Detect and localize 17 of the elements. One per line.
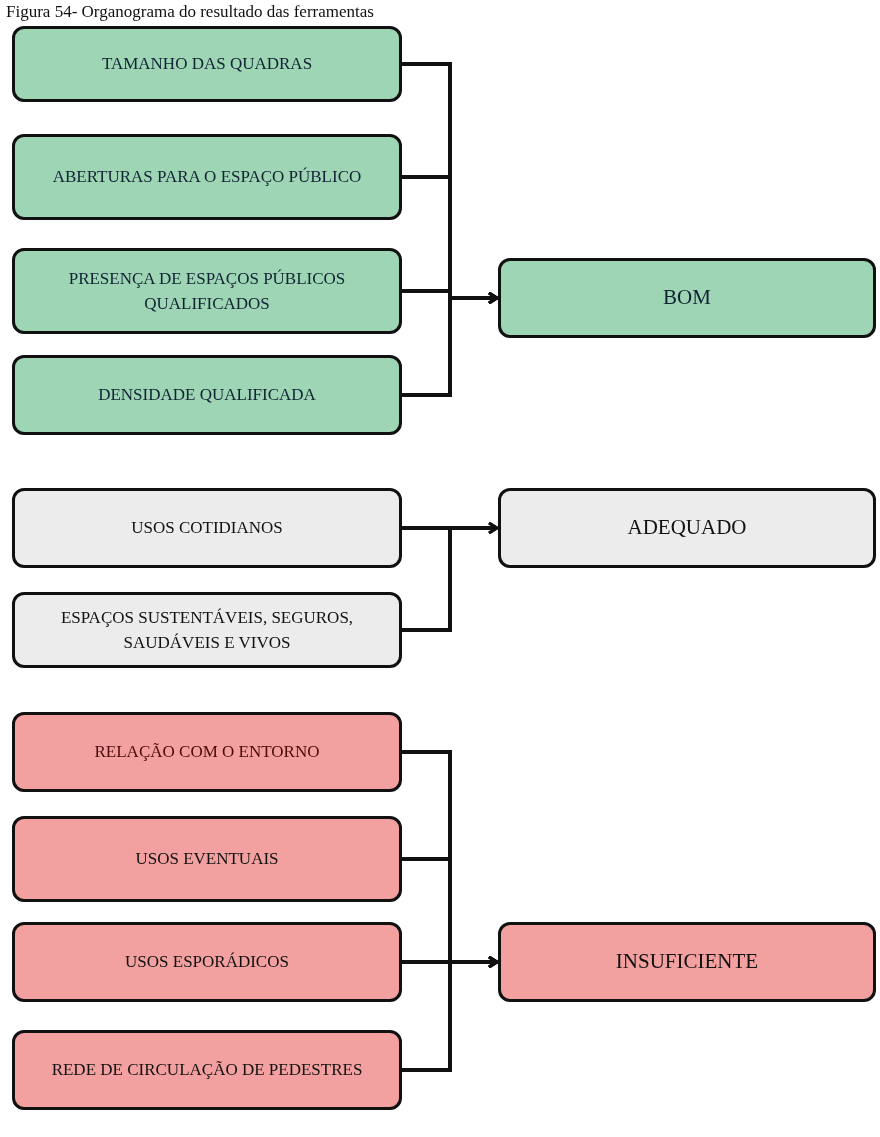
criterion-box: REDE DE CIRCULAÇÃO DE PEDESTRES xyxy=(12,1030,402,1110)
criterion-box: RELAÇÃO COM O ENTORNO xyxy=(12,712,402,792)
criterion-box: USOS ESPORÁDICOS xyxy=(12,922,402,1002)
connector-arrow xyxy=(402,291,499,397)
criterion-box: ABERTURAS PARA O ESPAÇO PÚBLICO xyxy=(12,134,402,220)
criterion-box: ESPAÇOS SUSTENTÁVEIS, SEGUROS, SAUDÁVEIS E VIVOS xyxy=(12,592,402,668)
result-box: BOM xyxy=(498,258,876,338)
figure-title: Figura 54- Organograma do resultado das ferramentas xyxy=(6,2,374,22)
criterion-box: TAMANHO DAS QUADRAS xyxy=(12,26,402,102)
criterion-box: DENSIDADE QUALIFICADA xyxy=(12,355,402,435)
result-box: INSUFICIENTE xyxy=(498,922,876,1002)
connector-arrow xyxy=(402,955,499,1072)
criterion-box: USOS EVENTUAIS xyxy=(12,816,402,902)
connector-arrow xyxy=(402,521,499,632)
criterion-box: USOS COTIDIANOS xyxy=(12,488,402,568)
result-box: ADEQUADO xyxy=(498,488,876,568)
criterion-box: PRESENÇA DE ESPAÇOS PÚBLICOS QUALIFICADOS xyxy=(12,248,402,334)
